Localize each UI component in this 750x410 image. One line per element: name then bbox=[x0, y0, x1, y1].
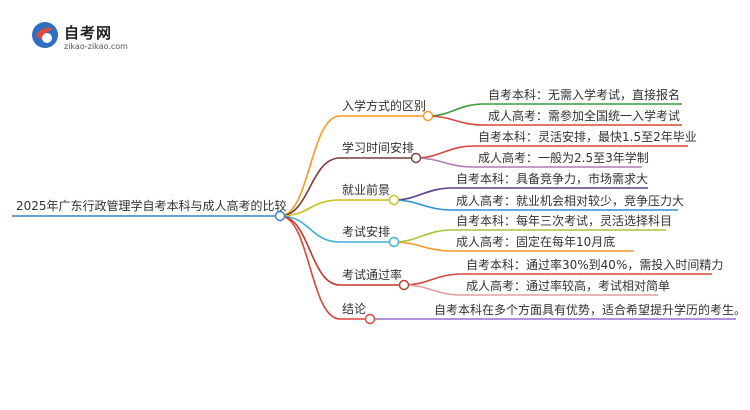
leaf-label: 自考本科：具备竞争力，市场需求大 bbox=[456, 171, 648, 186]
leaf-connector bbox=[393, 187, 453, 201]
leaf-connector bbox=[403, 273, 463, 286]
leaf-connector bbox=[393, 229, 453, 243]
branch-connector bbox=[279, 115, 341, 217]
root-topic: 2025年广东行政管理学自考本科与成人高考的比较 bbox=[16, 198, 287, 213]
leaf-connector bbox=[427, 115, 485, 126]
branch-connector bbox=[279, 215, 341, 320]
leaf-label: 成人高考：一般为2.5至3年学制 bbox=[478, 150, 649, 165]
logo-mark-icon bbox=[32, 22, 58, 48]
leaf-label: 成人高考：就业机会相对较少，竞争压力大 bbox=[456, 193, 684, 208]
site-logo[interactable]: 自考网 zikao-zikao.com bbox=[30, 20, 140, 60]
leaf-connector bbox=[393, 199, 453, 211]
leaf-label: 自考本科：通过率30%到40%，需投入时间精力 bbox=[466, 257, 723, 272]
branch-label: 结论 bbox=[342, 302, 366, 316]
logo-title: 自考网 bbox=[64, 24, 113, 42]
leaf-connector bbox=[427, 103, 485, 117]
leaf-label: 自考本科：每年三次考试，灵活选择科目 bbox=[456, 213, 672, 228]
leaf-label: 成人高考：固定在每年10月底 bbox=[456, 234, 615, 249]
branch-toggle[interactable] bbox=[398, 279, 410, 291]
leaf-connector bbox=[393, 241, 453, 252]
branch-toggle[interactable] bbox=[388, 194, 400, 206]
logo-subtitle: zikao-zikao.com bbox=[64, 42, 128, 51]
leaf-label: 自考本科在多个方面具有优势，适合希望提升学历的考生。 bbox=[434, 302, 746, 317]
branch-label: 入学方式的区别 bbox=[342, 98, 426, 113]
branch-label: 学习时间安排 bbox=[342, 140, 414, 155]
branch-toggle[interactable] bbox=[364, 313, 376, 325]
leaf-label: 自考本科：灵活安排，最快1.5至2年毕业 bbox=[478, 129, 697, 144]
leaf-connector bbox=[403, 284, 463, 296]
branch-connector bbox=[279, 215, 341, 243]
branch-label: 考试通过率 bbox=[342, 267, 402, 282]
branch-toggle[interactable] bbox=[410, 152, 422, 164]
leaf-label: 成人高考：需参加全国统一入学考试 bbox=[488, 108, 680, 123]
branch-toggle[interactable] bbox=[422, 110, 434, 122]
root-toggle[interactable] bbox=[274, 210, 286, 222]
leaf-connector bbox=[415, 157, 475, 168]
branch-connector bbox=[279, 215, 341, 286]
leaf-label: 成人高考：通过率较高，考试相对简单 bbox=[466, 278, 670, 293]
branch-connector bbox=[279, 199, 341, 217]
leaf-connector bbox=[415, 145, 475, 159]
branch-toggle[interactable] bbox=[388, 236, 400, 248]
branch-label: 就业前景 bbox=[342, 182, 390, 197]
leaf-label: 自考本科：无需入学考试，直接报名 bbox=[488, 87, 680, 102]
branch-label: 考试安排 bbox=[342, 224, 390, 239]
branch-connector bbox=[279, 157, 341, 217]
